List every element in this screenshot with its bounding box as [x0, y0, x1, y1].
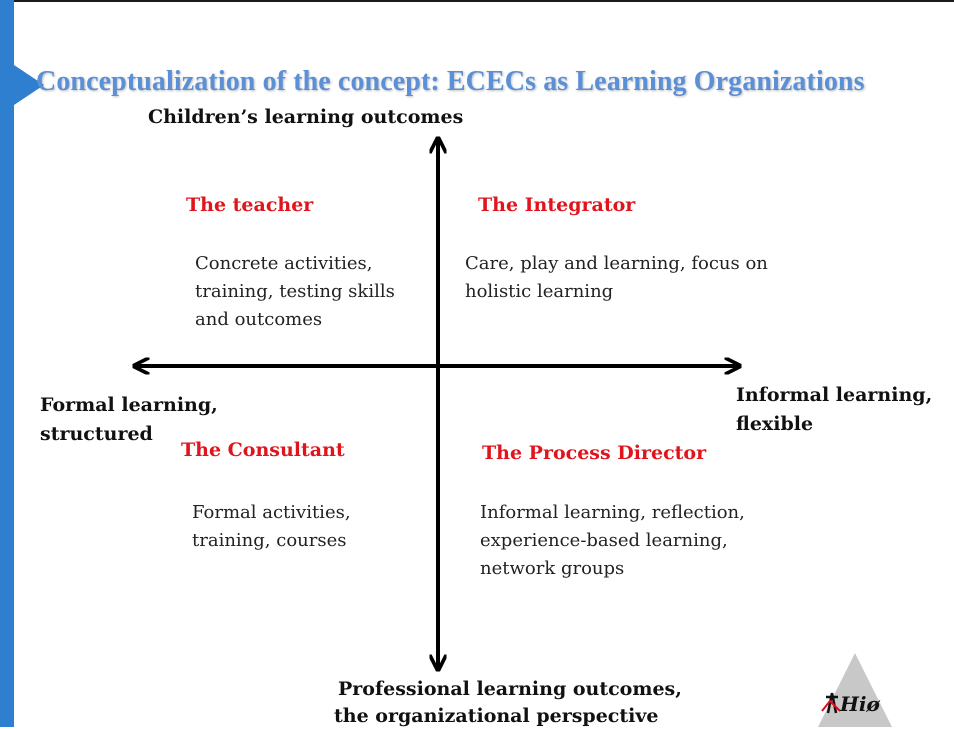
quadrant-text-line: and outcomes	[195, 309, 323, 330]
quadrant-text-teacher: Concrete activities, training, testing s…	[195, 250, 395, 334]
quadrant-text-integrator: Care, play and learning, focus on holist…	[465, 250, 768, 306]
quadrant-text-consultant: Formal activities, training, courses	[192, 499, 351, 555]
quadrant-text-line: Concrete activities,	[195, 253, 373, 274]
quadrant-title-consultant: The Consultant	[181, 439, 345, 461]
axis-label-right-line1: Informal learning,	[736, 384, 933, 406]
logo-text: Hiø	[839, 692, 880, 716]
axis-label-left-line1: Formal learning,	[40, 394, 218, 416]
axis-label-right-line2: flexible	[736, 413, 814, 435]
axis-label-bottom-line1: Professional learning outcomes,	[338, 678, 682, 700]
left-accent-bar	[0, 0, 14, 727]
axis-label-bottom-line2: the organizational perspective	[334, 705, 659, 727]
quadrant-title-process-director: The Process Director	[482, 442, 707, 464]
quadrant-text-line: Informal learning, reflection,	[480, 502, 745, 523]
quadrant-text-line: training, courses	[192, 530, 347, 551]
quadrant-text-line: training, testing skills	[195, 281, 395, 302]
quadrant-text-line: network groups	[480, 558, 625, 579]
left-accent-arrow	[14, 65, 44, 105]
quadrant-text-line: experience-based learning,	[480, 530, 728, 551]
quadrant-title-teacher: The teacher	[186, 194, 314, 216]
quadrant-text-line: Formal activities,	[192, 502, 351, 523]
quadrant-text-line: holistic learning	[465, 281, 614, 302]
axis-label-top: Children’s learning outcomes	[148, 106, 464, 128]
slide-title: Conceptualization of the concept: ECECs …	[36, 66, 865, 97]
quadrant-text-line: Care, play and learning, focus on	[465, 253, 768, 274]
hio-logo: Hiø	[818, 653, 892, 727]
axis-label-left-line2: structured	[40, 423, 153, 445]
quadrant-text-process-director: Informal learning, reflection, experienc…	[480, 499, 745, 583]
quadrant-title-integrator: The Integrator	[478, 194, 636, 216]
